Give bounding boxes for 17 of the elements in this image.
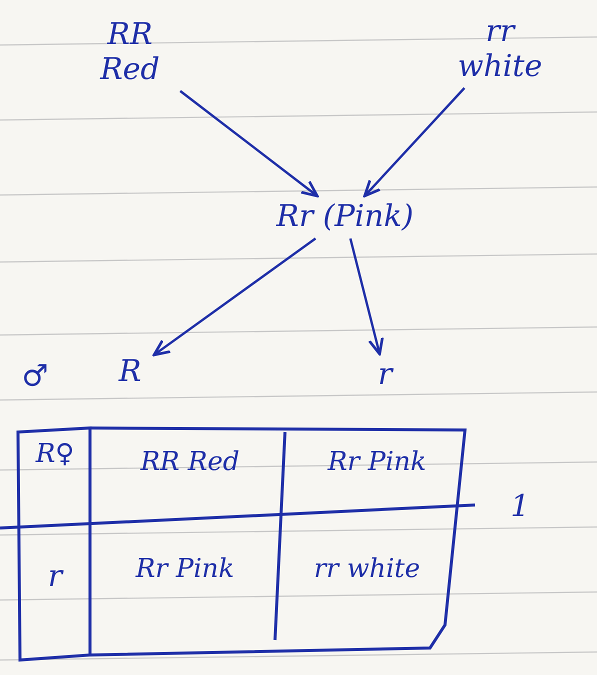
parent-genotype: RR Red [75,18,185,87]
table-cell-text: rr white [312,555,422,585]
male-symbol: ♂ [20,360,50,394]
arrow [349,238,384,356]
arrow [152,238,316,356]
parent-genotype: rr white [430,15,570,84]
row-header: r [46,560,65,594]
gamete-allele: R [110,355,150,390]
table-cell-text: RR Red [139,448,241,478]
row-header: R♀ [34,440,76,470]
gamete-allele: r [365,358,405,392]
offspring-genotype: Rr (Pink) [250,200,440,234]
ratio-number: 1 [509,490,531,524]
table-cell-text: Rr Pink [134,555,236,585]
arrow [180,90,319,198]
table-cell-text: Rr Pink [326,448,428,478]
arrow [363,87,466,198]
